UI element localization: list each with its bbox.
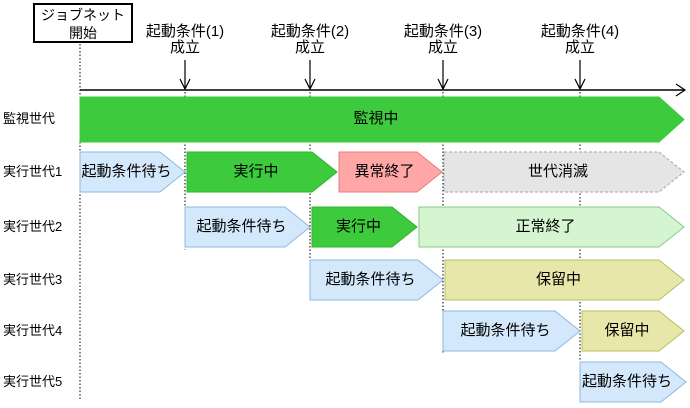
row-label-monitoring-generation: 監視世代 — [3, 111, 56, 126]
bar-label-gen5-waiting: 起動条件待ち — [581, 373, 672, 390]
bar-gen2-running — [311, 206, 418, 248]
condition-label-1: 起動条件(1) 成立 — [120, 24, 250, 56]
condition-2-status: 成立 — [294, 39, 325, 56]
row-label-execution-generation-2: 実行世代2 — [3, 219, 63, 234]
condition-1-status: 成立 — [169, 39, 200, 56]
row-label-execution-generation-1: 実行世代1 — [3, 164, 63, 179]
condition-arrow-4 — [574, 60, 586, 91]
condition-arrow-3 — [437, 60, 449, 91]
bar-label-gen4-waiting: 起動条件待ち — [460, 322, 551, 339]
row-label-execution-generation-5: 実行世代5 — [3, 374, 63, 389]
bar-label-gen4-hold: 保留中 — [604, 322, 650, 339]
condition-3-status: 成立 — [427, 39, 458, 56]
condition-1-name: 起動条件(1) — [145, 23, 225, 40]
bar-gen4-hold — [581, 310, 685, 352]
condition-label-2: 起動条件(2) 成立 — [245, 24, 375, 56]
row-label-execution-generation-3: 実行世代3 — [3, 272, 63, 287]
jobnet-start-label-line1: ジョブネット — [41, 7, 125, 23]
bar-label-gen3-hold: 保留中 — [535, 271, 581, 288]
bar-label-gen1-abnormal: 異常終了 — [354, 163, 415, 180]
condition-3-name: 起動条件(3) — [403, 23, 483, 40]
condition-label-4: 起動条件(4) 成立 — [515, 24, 645, 56]
bar-gen3-hold — [444, 259, 685, 301]
condition-arrow-1 — [179, 60, 191, 91]
bar-gen1-generation-vanished — [443, 151, 685, 193]
bar-label-gen3-waiting: 起動条件待ち — [325, 271, 416, 288]
bar-gen1-running — [186, 151, 338, 193]
bar-label-monitoring: 監視中 — [353, 110, 399, 127]
condition-4-name: 起動条件(4) — [540, 23, 620, 40]
bar-gen3-waiting — [309, 259, 444, 301]
bar-gen5-waiting — [579, 361, 687, 403]
bar-label-gen1-vanished: 世代消滅 — [527, 163, 588, 180]
jobnet-start-label-line2: 開始 — [69, 25, 97, 41]
bar-monitoring — [79, 96, 685, 143]
row-label-execution-generation-4: 実行世代4 — [3, 323, 63, 338]
condition-4-status: 成立 — [564, 39, 595, 56]
bar-gen4-waiting — [442, 310, 581, 352]
bar-label-gen2-running: 実行中 — [335, 218, 381, 235]
bar-label-gen1-running: 実行中 — [233, 163, 279, 180]
bar-label-gen2-normal-end: 正常終了 — [515, 218, 576, 235]
bar-gen1-waiting — [79, 151, 186, 193]
bar-gen2-normal-end — [418, 206, 685, 248]
bar-gen2-waiting — [184, 206, 311, 248]
bar-label-gen2-waiting: 起動条件待ち — [196, 218, 287, 235]
jobnet-start-box: ジョブネット 開始 — [33, 3, 133, 43]
condition-2-name: 起動条件(2) — [270, 23, 350, 40]
timeline-arrowhead-icon — [675, 83, 687, 97]
condition-label-3: 起動条件(3) 成立 — [378, 24, 508, 56]
bar-label-gen1-waiting: 起動条件待ち — [81, 163, 172, 180]
bar-gen1-abnormal-end — [338, 151, 443, 193]
condition-arrow-2 — [304, 60, 316, 91]
